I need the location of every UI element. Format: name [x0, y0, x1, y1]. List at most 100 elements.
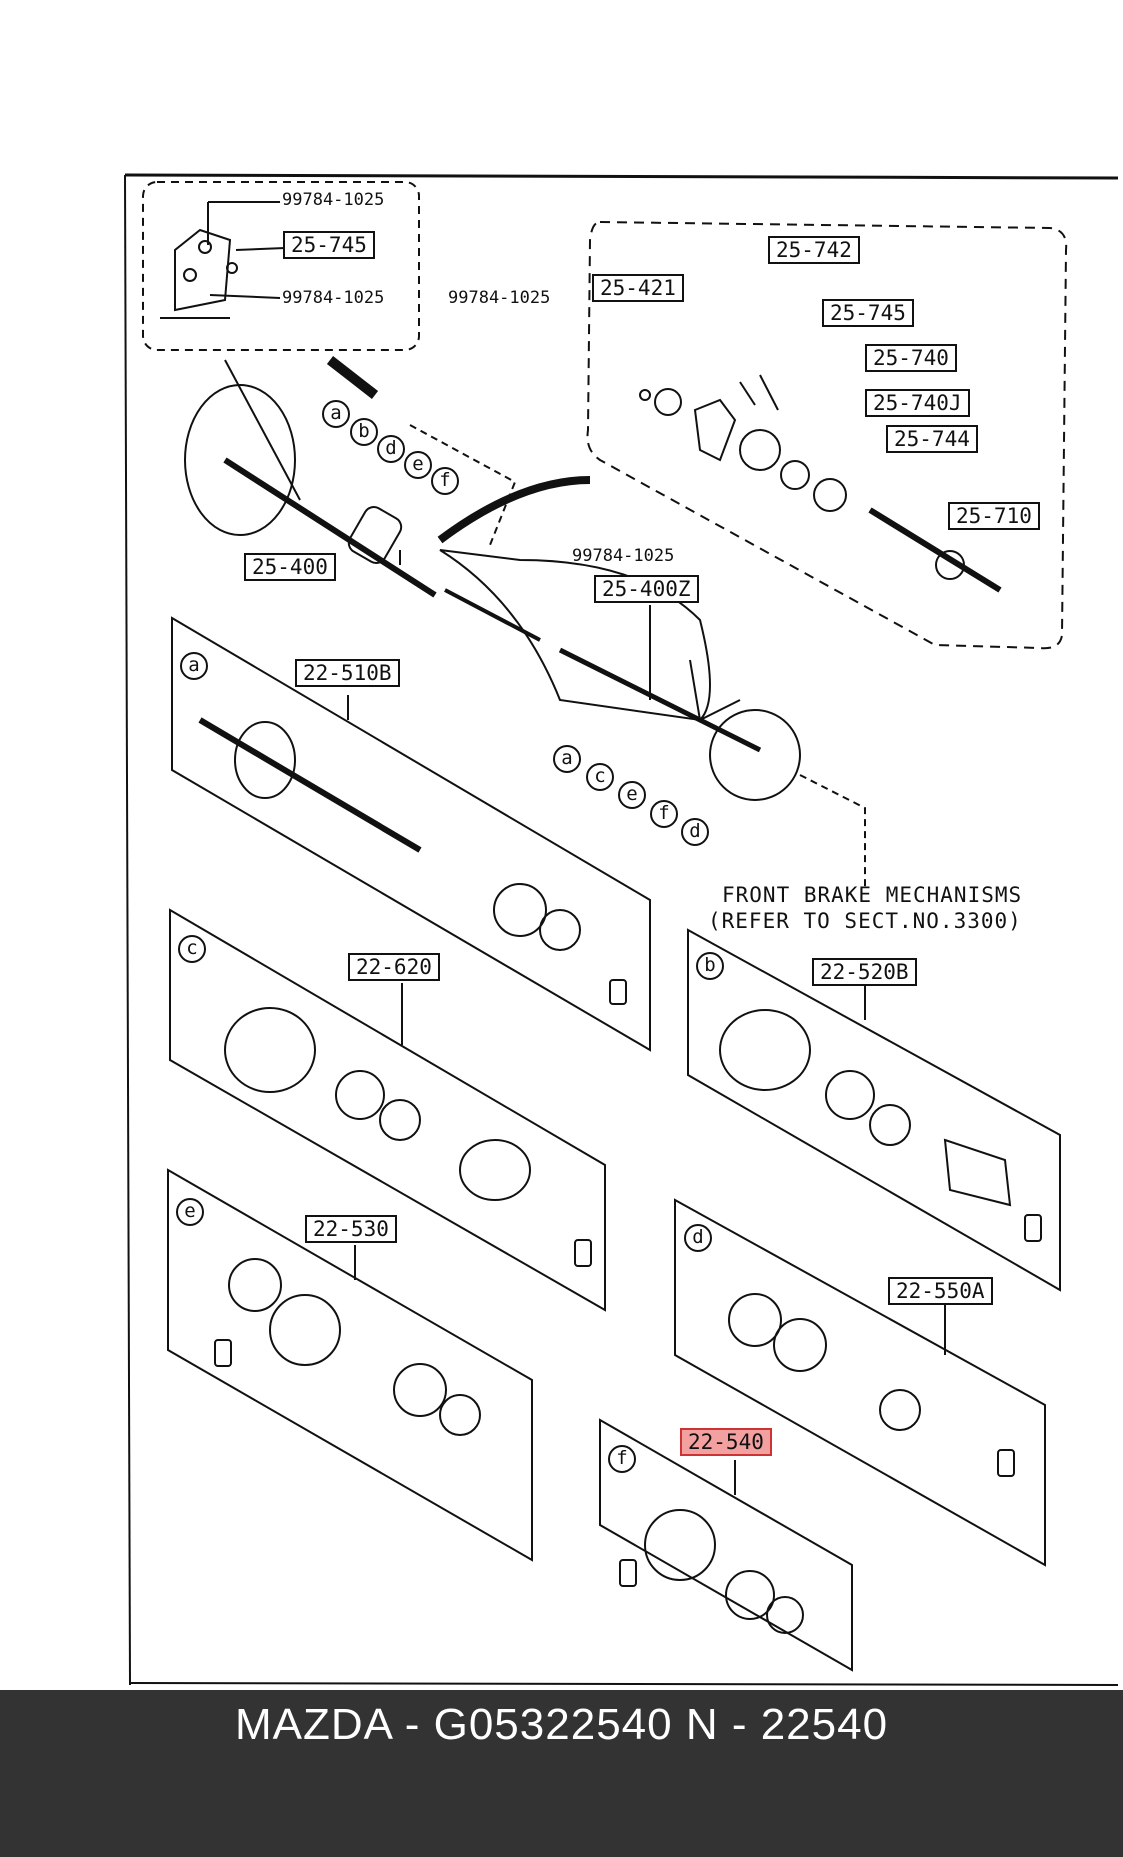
panel-c-ring — [379, 1099, 421, 1141]
panel-d-ring — [879, 1389, 921, 1431]
brake-note-line2: (REFER TO SECT.NO.3300) — [708, 909, 1022, 933]
parts-diagram: 99784-1025 25-745 99784-1025 99784-1025 … — [124, 173, 1119, 1686]
letter-upper-3: d — [377, 435, 405, 463]
bolt-hole-1 — [198, 240, 212, 254]
strut-right — [689, 659, 741, 722]
letter-upper-1: a — [322, 400, 350, 428]
panel-a-letter: a — [180, 652, 208, 680]
panel-c-boot — [224, 1007, 316, 1093]
panel-c-outline — [169, 908, 606, 1312]
part-label-99784-1025-inset: 99784-1025 — [282, 288, 385, 308]
part-label-22-530: 22-530 — [305, 1215, 397, 1243]
part-label-25-745-right: 25-745 — [822, 299, 914, 327]
bracket-sketch — [174, 228, 232, 312]
panel-c-joint — [459, 1139, 531, 1201]
shaft-flange — [935, 550, 965, 580]
panel-a-grease — [609, 979, 627, 1005]
caption-bar: MAZDA - G05322540 N - 22540 — [0, 1690, 1123, 1857]
part-label-99784-1025-bolt: 99784-1025 — [448, 288, 551, 308]
panel-b-letter: b — [696, 952, 724, 980]
panel-d-band — [728, 1293, 782, 1347]
panel-a-shaft — [198, 717, 422, 853]
clip-ring — [639, 389, 651, 401]
frame-top-line — [124, 173, 1119, 180]
part-label-22-550A: 22-550A — [888, 1277, 993, 1305]
panel-f-band — [725, 1570, 775, 1620]
panel-e-ring — [439, 1394, 481, 1436]
panel-e-letter: e — [176, 1198, 204, 1226]
panel-d-letter: d — [684, 1224, 712, 1252]
part-label-25-400Z: 25-400Z — [594, 575, 699, 603]
transaxle — [439, 549, 711, 722]
panel-a-band — [493, 883, 547, 937]
part-label-25-421: 25-421 — [592, 274, 684, 302]
letter-lower-1: a — [553, 745, 581, 773]
frame-left-line — [124, 174, 131, 1686]
part-label-22-620: 22-620 — [348, 953, 440, 981]
dashed-leader-bolt — [409, 424, 517, 546]
part-label-25-740: 25-740 — [865, 344, 957, 372]
bearing-bracket — [693, 398, 737, 462]
part-label-25-740J: 25-740J — [865, 389, 970, 417]
strut-left — [224, 359, 301, 501]
panel-c-band — [335, 1070, 385, 1120]
knuckle-left — [184, 384, 296, 536]
panel-c-grease — [574, 1239, 592, 1267]
part-label-99784-1025-lower: 99784-1025 — [572, 546, 675, 566]
caption-text: MAZDA - G05322540 N - 22540 — [234, 1700, 889, 1749]
diagram-drawing — [124, 173, 1119, 1686]
dashed-leader-brake — [799, 774, 866, 890]
bearing-2 — [813, 478, 847, 512]
letter-lower-2: c — [586, 763, 614, 791]
pointer-arrow-1 — [326, 356, 379, 399]
bolt-b — [739, 381, 756, 406]
letter-upper-2: b — [350, 418, 378, 446]
panel-b-band — [825, 1070, 875, 1120]
frame-bottom-line — [129, 1682, 1119, 1686]
part-label-22-510B: 22-510B — [295, 659, 400, 687]
panel-e-band-2 — [393, 1363, 447, 1417]
panel-e-boot — [269, 1294, 341, 1366]
panel-b-joint — [943, 1138, 1012, 1207]
letter-lower-3: e — [618, 781, 646, 809]
panel-d-outline — [674, 1198, 1046, 1567]
panel-d-band-2 — [773, 1318, 827, 1372]
panel-a-boot — [234, 721, 296, 799]
leader-3 — [209, 294, 281, 299]
bolt-a — [759, 374, 779, 411]
part-label-22-540-highlighted: 22-540 — [680, 1428, 772, 1456]
inset-left-dashed — [142, 181, 420, 351]
seal — [780, 460, 810, 490]
panel-b-boot — [719, 1009, 811, 1091]
letter-lower-4: f — [650, 800, 678, 828]
panel-d-grease — [997, 1449, 1015, 1477]
leader-2 — [235, 247, 286, 251]
panel-a-ring — [539, 909, 581, 951]
intermediate-shaft — [868, 507, 1002, 593]
panel-f-boot — [644, 1509, 716, 1581]
part-label-25-745-left: 25-745 — [283, 231, 375, 259]
panel-e-grease — [214, 1339, 232, 1367]
panel-a-outline — [171, 616, 651, 1052]
part-label-25-744: 25-744 — [886, 425, 978, 453]
panel-c-letter: c — [178, 935, 206, 963]
washer — [654, 388, 682, 416]
panel-f-grease — [619, 1559, 637, 1587]
panel-e-band — [228, 1258, 282, 1312]
part-label-25-710: 25-710 — [948, 502, 1040, 530]
panel-f-ring — [766, 1596, 804, 1634]
bolt-hole-3 — [226, 262, 238, 274]
panel-f-letter: f — [608, 1445, 636, 1473]
hub-right — [709, 709, 801, 801]
panel-f-outline — [599, 1418, 853, 1672]
panel-b-ring — [869, 1104, 911, 1146]
bolt-hole-2 — [183, 268, 197, 282]
letter-lower-5: d — [681, 818, 709, 846]
brake-note-line1: FRONT BRAKE MECHANISMS — [722, 883, 1023, 907]
part-label-99784-1025-top: 99784-1025 — [282, 190, 385, 210]
panel-b-grease — [1024, 1214, 1042, 1242]
boot-left — [347, 506, 403, 564]
driveshaft-right — [558, 647, 762, 753]
letter-upper-4: e — [404, 451, 432, 479]
panel-b-outline — [687, 928, 1061, 1292]
